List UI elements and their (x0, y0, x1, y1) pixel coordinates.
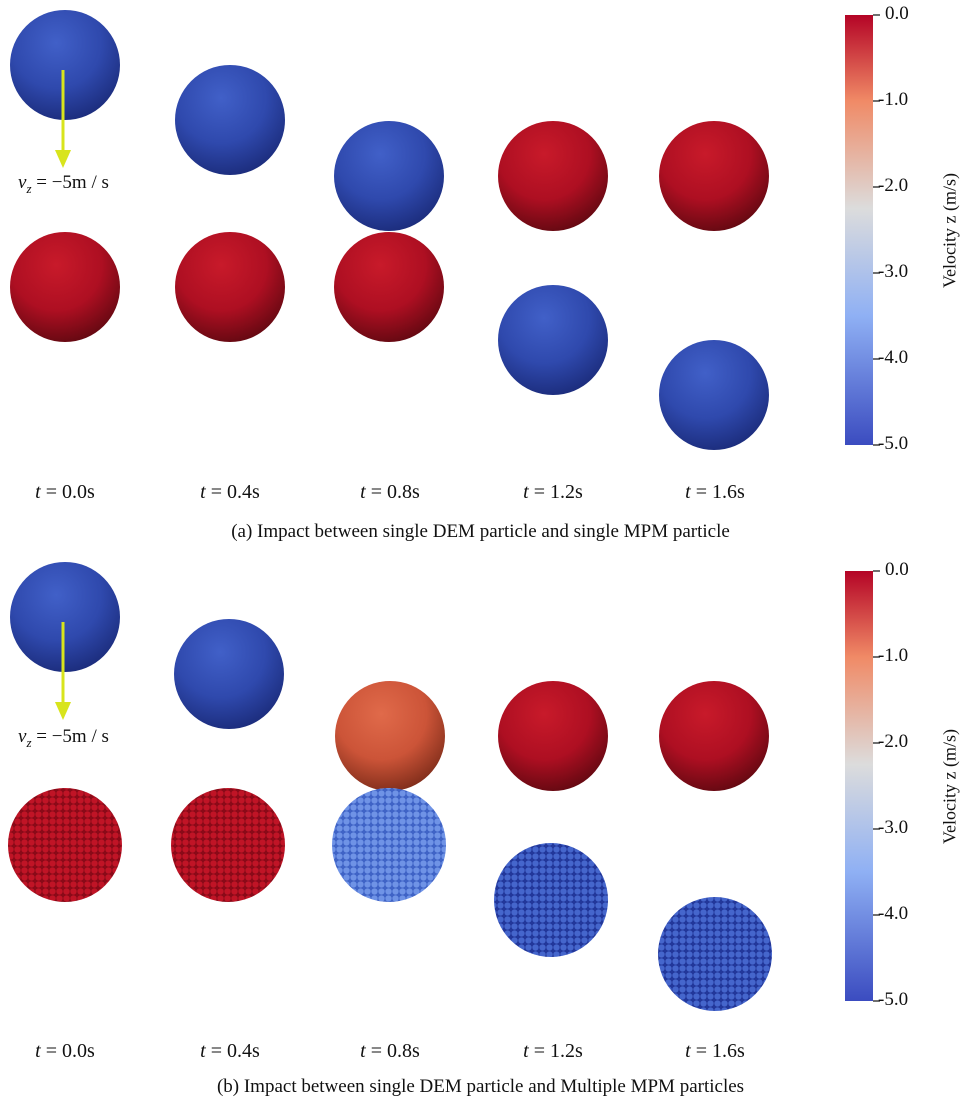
time-label: t = 1.2s (523, 481, 583, 503)
colorbar-tick: -2.0 (878, 731, 909, 752)
mpm-particle-t4 (659, 340, 769, 450)
panel-b-scene (8, 562, 880, 1011)
colorbar-tick: -4.0 (878, 347, 909, 368)
time-label: t = 0.0s (35, 1040, 95, 1062)
dem-particle-t1 (174, 619, 284, 729)
colorbar-tick: -1.0 (878, 89, 909, 110)
panel-caption: (b) Impact between single DEM particle a… (216, 1076, 745, 1097)
velocity-label: vz = −5m / s (18, 172, 109, 196)
colorbar-title: Velocity z (m/s) (939, 729, 960, 844)
time-label: t = 0.8s (360, 1040, 420, 1062)
colorbar (845, 571, 873, 1001)
mpm-particle-t1 (175, 232, 285, 342)
mpm-particle-t3 (498, 285, 608, 395)
colorbar-tick: 0.0 (885, 3, 909, 24)
colorbar-tick: -5.0 (878, 989, 909, 1010)
dem-particle-t1 (175, 65, 285, 175)
mpm-cluster-t0 (8, 788, 122, 902)
mpm-cluster-t3 (494, 843, 608, 957)
colorbar-tick: -4.0 (878, 903, 909, 924)
mpm-particle-t2 (334, 232, 444, 342)
colorbar (845, 15, 873, 445)
mpm-cluster-t4 (658, 897, 772, 1011)
dem-particle-t4 (659, 681, 769, 791)
mpm-cluster-t2 (332, 788, 446, 902)
dem-particle-t2 (335, 681, 445, 791)
colorbar-ticks (873, 14, 880, 446)
time-label: t = 0.4s (200, 481, 260, 503)
time-label: t = 0.4s (200, 1040, 260, 1062)
panel-a-scene (10, 10, 880, 450)
velocity-arrow (55, 622, 71, 720)
time-label: t = 1.6s (685, 481, 745, 503)
panel-b: vz = −5m / s 0.0 -1.0 -2.0 -3.0 -4.0 -5.… (0, 552, 961, 1104)
panel-a: vz = −5m / s 0.0 -1.0 -2.0 -3.0 -4.0 -5.… (10, 3, 960, 542)
mpm-cluster-t1 (171, 788, 285, 902)
colorbar-tick: -3.0 (878, 817, 909, 838)
velocity-label: vz = −5m / s (18, 726, 109, 750)
colorbar-tick: -2.0 (878, 175, 909, 196)
time-label: t = 1.6s (685, 1040, 745, 1062)
velocity-arrow (55, 70, 71, 168)
time-label: t = 0.8s (360, 481, 420, 503)
time-label: t = 1.2s (523, 1040, 583, 1062)
dem-particle-t4 (659, 121, 769, 231)
colorbar-tick: -3.0 (878, 261, 909, 282)
dem-particle-t2 (334, 121, 444, 231)
colorbar-tick: -5.0 (878, 433, 909, 454)
panel-caption: (a) Impact between single DEM particle a… (231, 521, 730, 542)
time-label: t = 0.0s (35, 481, 95, 503)
colorbar-tick: -1.0 (878, 645, 909, 666)
mpm-particle-t0 (10, 232, 120, 342)
dem-particle-t0 (10, 10, 120, 120)
colorbar-ticks (873, 570, 880, 1002)
dem-particle-t3 (498, 121, 608, 231)
colorbar-title: Velocity z (m/s) (939, 173, 960, 288)
colorbar-tick: 0.0 (885, 559, 909, 580)
dem-particle-t0 (10, 562, 120, 672)
dem-particle-t3 (498, 681, 608, 791)
